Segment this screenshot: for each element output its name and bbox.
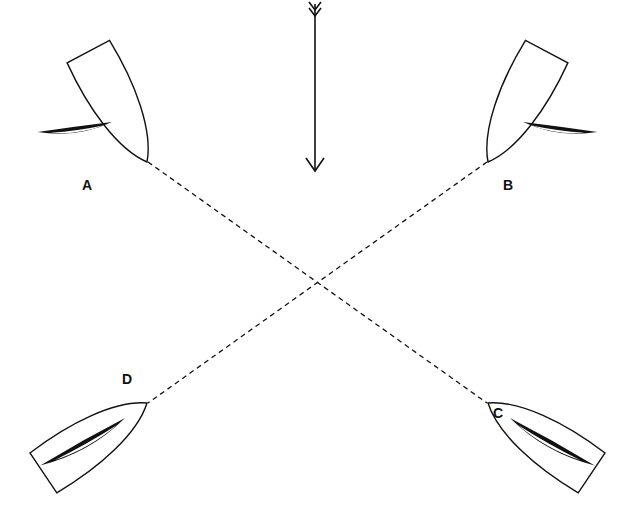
boat-label: D (122, 372, 132, 386)
dashed-bearing-line (148, 162, 487, 403)
boat: C (487, 366, 595, 486)
boat-label: C (493, 406, 503, 420)
boat-label: A (82, 178, 92, 192)
boat: A (40, 38, 148, 198)
wind-arrow (306, 2, 324, 171)
boat: D (40, 366, 148, 486)
boat: B (487, 38, 595, 198)
dashed-bearing-line (148, 162, 487, 403)
boat-label: B (503, 178, 513, 192)
boat-hull (30, 40, 606, 493)
boat-sail (38, 119, 598, 472)
